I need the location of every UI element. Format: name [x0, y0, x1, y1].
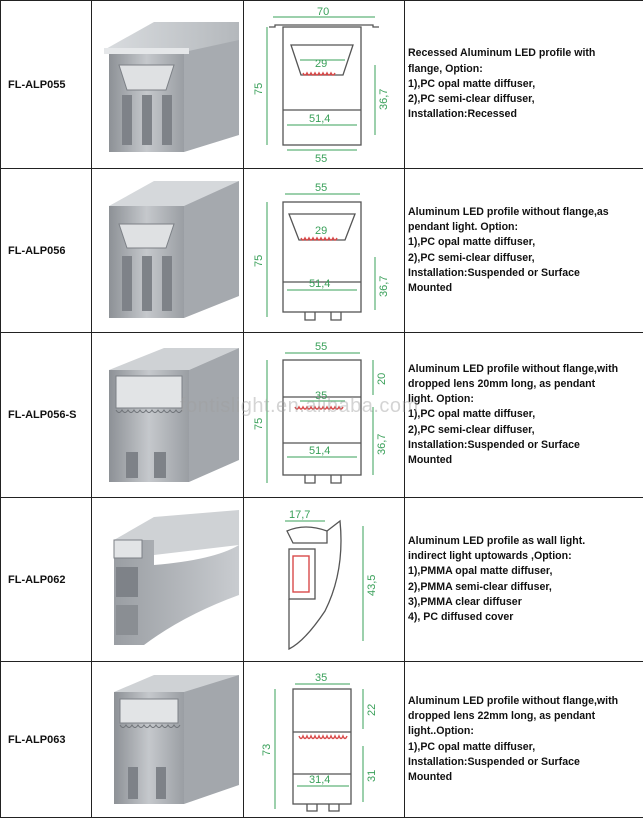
- svg-text:35: 35: [315, 390, 327, 402]
- dimension-drawing: 17,7 43,5: [244, 498, 405, 662]
- svg-text:73: 73: [261, 743, 273, 755]
- table-row: FL-ALP056-S: [1, 333, 643, 498]
- table-row: FL-ALP062: [1, 498, 643, 662]
- svg-text:35: 35: [315, 672, 327, 684]
- table-row: FL-ALP055: [1, 1, 643, 169]
- dimension-drawing: 35 73 22 31 31,4: [244, 662, 405, 818]
- dimension-drawing: 70 75 29 36,7 51,4 55: [244, 1, 405, 169]
- svg-text:31: 31: [366, 769, 378, 781]
- product-code: FL-ALP062: [1, 498, 92, 662]
- table-row: FL-ALP063: [1, 662, 643, 818]
- svg-text:55: 55: [315, 153, 327, 165]
- product-description: Aluminum LED profile without flange,with…: [405, 662, 643, 818]
- svg-text:75: 75: [253, 82, 265, 94]
- svg-text:75: 75: [253, 418, 265, 430]
- svg-text:31,4: 31,4: [309, 774, 330, 786]
- svg-text:75: 75: [253, 254, 265, 266]
- svg-text:36,7: 36,7: [376, 434, 388, 455]
- product-photo: [92, 333, 244, 498]
- product-code: FL-ALP056: [1, 169, 92, 333]
- product-photo: [92, 1, 244, 169]
- product-description: Aluminum LED profile without flange,with…: [405, 333, 643, 498]
- svg-text:70: 70: [317, 6, 329, 18]
- svg-text:36,7: 36,7: [378, 275, 390, 296]
- dimension-drawing: 55 75 35 20 36,7 51,4: [244, 333, 405, 498]
- svg-text:51,4: 51,4: [309, 113, 330, 125]
- svg-text:29: 29: [315, 225, 327, 237]
- svg-text:17,7: 17,7: [289, 509, 310, 521]
- svg-text:55: 55: [315, 341, 327, 353]
- svg-text:51,4: 51,4: [309, 445, 330, 457]
- svg-text:51,4: 51,4: [309, 278, 330, 290]
- product-code: FL-ALP055: [1, 1, 92, 169]
- product-description: Aluminum LED profile as wall light. indi…: [405, 498, 643, 662]
- svg-text:20: 20: [376, 373, 388, 385]
- svg-text:22: 22: [366, 703, 378, 715]
- svg-text:36,7: 36,7: [378, 88, 390, 109]
- table-row: FL-ALP056: [1, 169, 643, 333]
- product-code: FL-ALP063: [1, 662, 92, 818]
- dimension-drawing: 55 75 29 36,7 51,4: [244, 169, 405, 333]
- svg-text:55: 55: [315, 182, 327, 194]
- product-photo: [92, 498, 244, 662]
- svg-text:29: 29: [315, 58, 327, 70]
- product-photo: [92, 662, 244, 818]
- product-code: FL-ALP056-S: [1, 333, 92, 498]
- product-description: Recessed Aluminum LED profile with flang…: [405, 1, 643, 169]
- svg-text:43,5: 43,5: [366, 574, 378, 595]
- product-photo: [92, 169, 244, 333]
- product-description: Aluminum LED profile without flange,as p…: [405, 169, 643, 333]
